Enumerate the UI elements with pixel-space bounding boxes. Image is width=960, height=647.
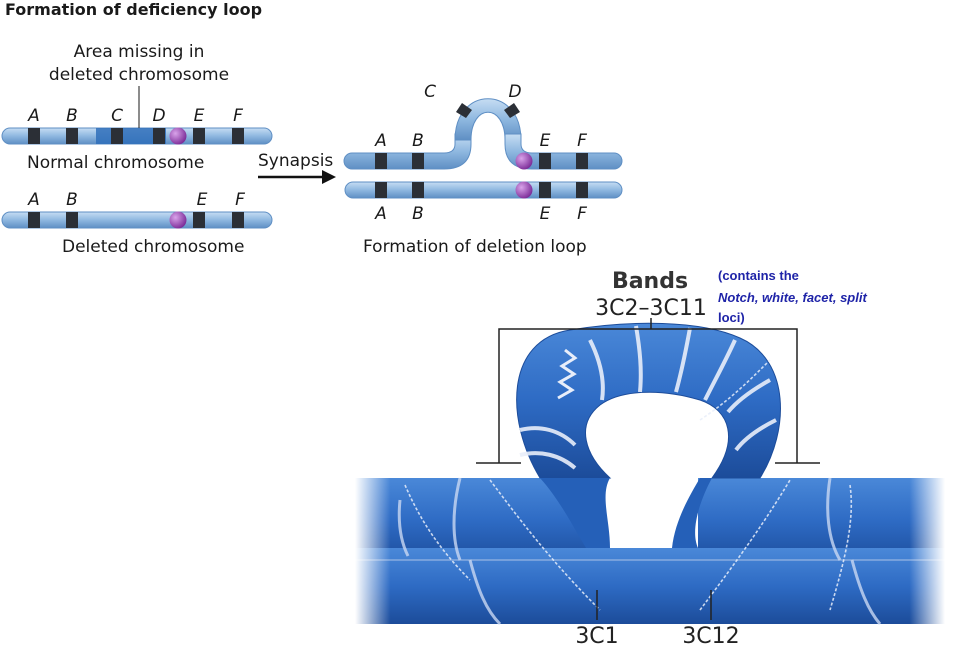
pair-letter-e-top: E — [540, 131, 551, 151]
synapsis-arrow — [258, 170, 336, 184]
synapsis-label: Synapsis — [258, 151, 333, 171]
centromere — [169, 127, 187, 145]
letter-f-deleted: F — [235, 190, 245, 210]
deletion-loop-label: Formation of deletion loop — [363, 237, 587, 257]
pair-letter-f-top: F — [577, 131, 587, 151]
letter-e-deleted: E — [197, 190, 208, 210]
band-f — [232, 128, 244, 144]
letter-c: C — [111, 106, 123, 126]
diagram-title: Formation of deficiency loop — [5, 0, 262, 19]
pair-letter-b-top: B — [412, 131, 424, 151]
polytene-chromosome-illustration — [355, 322, 945, 626]
band-b — [66, 128, 78, 144]
band-e — [193, 128, 205, 144]
normal-chromosome — [1, 127, 273, 145]
area-missing-label-2: deleted chromosome — [49, 65, 229, 85]
bands-title: Bands — [612, 269, 688, 294]
deleted-chromosome-label: Deleted chromosome — [62, 237, 244, 257]
letter-f: F — [233, 106, 243, 126]
pair-letter-a-bottom: A — [374, 204, 387, 224]
pair-letter-b-bottom: B — [412, 204, 424, 224]
paired-chromosomes — [343, 98, 623, 199]
band-a — [28, 128, 40, 144]
bands-bracket — [476, 318, 820, 464]
letter-d: D — [152, 106, 165, 126]
pair-letter-a-top: A — [374, 131, 387, 151]
loop-band-d — [504, 103, 520, 118]
pair-letter-e-bottom: E — [540, 204, 551, 224]
letter-b-deleted: B — [66, 190, 78, 210]
letter-a-deleted: A — [27, 190, 40, 210]
note-line-2: Notch, white, facet, split — [718, 290, 867, 305]
note-line-3: loci) — [718, 310, 745, 325]
deleted-chromosome — [1, 211, 273, 229]
pair-letter-f-bottom: F — [577, 204, 587, 224]
note-line-1: (contains the — [718, 268, 799, 283]
band-3c1-label: 3C1 — [575, 624, 618, 647]
letter-e: E — [194, 106, 205, 126]
loop-letter-d: D — [508, 82, 521, 102]
normal-chromosome-label: Normal chromosome — [27, 153, 204, 173]
band-3c12-label: 3C12 — [682, 624, 739, 647]
bands-range: 3C2–3C11 — [595, 296, 707, 321]
loop-letter-c: C — [424, 82, 436, 102]
band-d — [153, 128, 165, 144]
area-missing-label-1: Area missing in — [74, 42, 205, 62]
letter-a: A — [27, 106, 40, 126]
loop-band-c — [456, 103, 472, 118]
letter-b: B — [66, 106, 78, 126]
band-c — [111, 128, 123, 144]
